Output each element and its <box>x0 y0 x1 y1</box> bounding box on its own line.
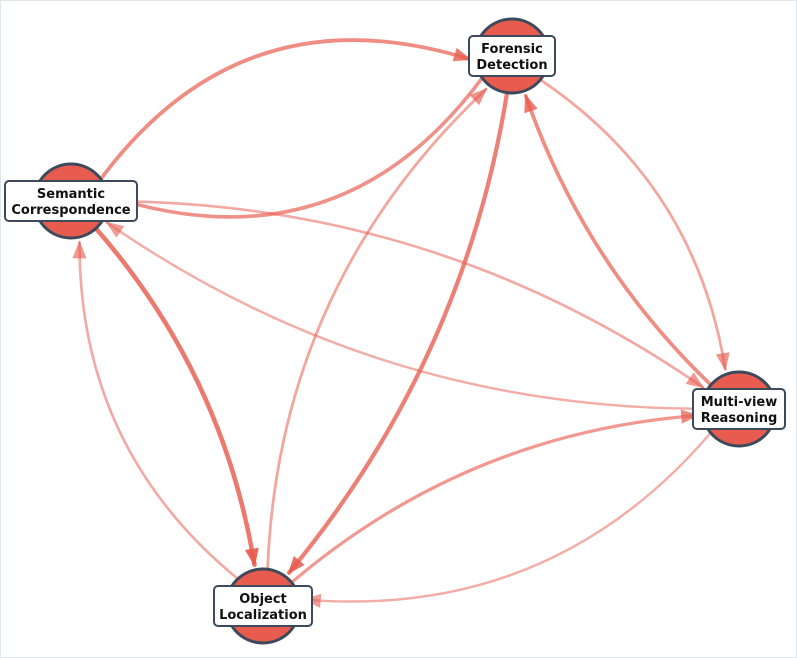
node-label-line: Localization <box>219 608 307 623</box>
arrowhead <box>524 94 538 114</box>
edge-forensic-to-object <box>286 88 510 575</box>
edge-multiview-to-forensic <box>523 94 715 389</box>
node-label-box <box>4 180 138 222</box>
node-label-line: Detection <box>476 58 547 73</box>
node-label-box <box>468 35 556 77</box>
node-label-box <box>692 388 786 430</box>
edge-layer <box>72 38 730 608</box>
edge-semantic-to-forensic <box>97 38 472 184</box>
node-label-line: Multi-view <box>701 395 777 410</box>
arrowhead <box>452 47 472 62</box>
node-label-line: Semantic <box>37 187 105 202</box>
edge-forensic-to-multiview <box>536 76 730 372</box>
arrowhead <box>715 352 730 372</box>
edge-object-to-forensic <box>266 87 488 574</box>
edge-object-to-multiview <box>288 409 700 586</box>
edge-forensic-to-semantic <box>111 74 486 219</box>
edge-semantic-to-object <box>91 224 259 567</box>
node-label-box <box>213 585 313 627</box>
arrowhead <box>469 87 488 106</box>
arrowhead <box>287 555 305 575</box>
arrowhead <box>685 372 705 389</box>
arrowhead <box>72 240 87 259</box>
node-layer: ForensicDetectionSemanticCorrespondenceM… <box>4 17 786 645</box>
arrowhead <box>105 221 125 238</box>
edge-multiview-to-object <box>302 429 714 608</box>
node-label-line: Correspondence <box>11 203 130 218</box>
node-label-line: Reasoning <box>701 411 778 426</box>
edge-object-to-semantic <box>72 240 242 582</box>
arrowhead <box>680 409 700 424</box>
edge-multiview-to-semantic <box>105 221 706 410</box>
node-label-line: Object <box>239 592 287 607</box>
node-label-line: Forensic <box>481 42 543 57</box>
arrowhead <box>244 547 259 567</box>
edge-semantic-to-multiview <box>104 199 705 389</box>
